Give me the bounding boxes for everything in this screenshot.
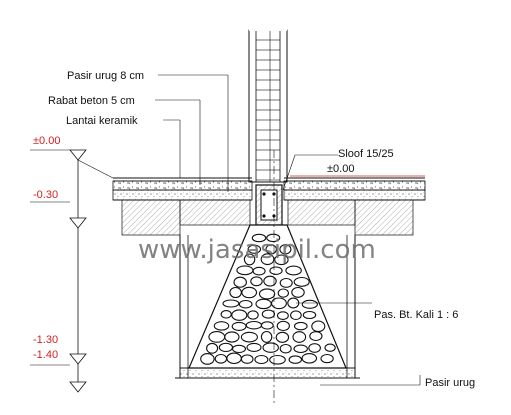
rubble-stone <box>233 276 247 288</box>
rubble-stone <box>288 355 303 364</box>
rubble-stone <box>293 344 308 354</box>
rubble-stone <box>218 342 234 353</box>
rubble-stone <box>262 342 279 353</box>
rubble-stone <box>214 353 228 364</box>
rubble-stone <box>245 320 263 330</box>
rubble-stone <box>320 353 334 364</box>
label-lantai-keramik: Lantai keramik <box>66 115 138 127</box>
stone-foundation <box>188 224 347 369</box>
rubble-stone <box>247 310 259 320</box>
rubble-stone <box>208 331 226 343</box>
rubble-stone <box>236 265 254 276</box>
excavation-outline <box>179 235 356 378</box>
rubble-stone <box>220 310 232 319</box>
rubble-stone <box>241 286 258 299</box>
rubble-stone <box>226 352 242 365</box>
rubble-stone <box>279 244 292 255</box>
rubble-stone <box>246 342 262 352</box>
rubble-stone <box>311 320 326 333</box>
rubble-stone <box>309 331 323 342</box>
rubble-stone <box>279 277 293 288</box>
rubble-stone <box>324 343 336 352</box>
rubble-stone <box>222 299 240 308</box>
rubble-stone <box>276 320 290 332</box>
label-pas-bt-kali: Pas. Bt. Kali 1 : 6 <box>374 309 458 321</box>
rubble-stone <box>229 286 242 299</box>
rubble-stone <box>213 321 230 331</box>
rubble-stone <box>231 309 248 321</box>
rubble-stone <box>292 331 307 343</box>
rubble-stone <box>224 331 240 343</box>
rubble-stone <box>255 298 272 310</box>
rubble-stone <box>252 266 266 276</box>
rubble-stone <box>263 275 277 287</box>
rubble-stone <box>275 331 290 343</box>
level-label-3: -1.40 <box>33 349 58 361</box>
rubble-stone <box>243 253 256 266</box>
annotations: Pasir urug 8 cm Rabat beton 5 cm Lantai … <box>48 70 475 389</box>
rubble-stone <box>254 354 269 365</box>
label-floor-level: ±0.00 <box>327 163 354 175</box>
rubble-stone <box>240 354 254 364</box>
rubble-stone <box>250 276 263 287</box>
rubble-stone <box>231 344 247 354</box>
rubble-stone <box>200 353 215 365</box>
label-sloof: Sloof 15/25 <box>338 148 394 160</box>
rubble-stone <box>269 354 286 365</box>
rubble-stone <box>206 342 219 354</box>
rubble-stone <box>258 288 276 300</box>
label-pasir-urug-top: Pasir urug 8 cm <box>67 70 144 82</box>
rubble-stone <box>238 299 253 309</box>
rubble-stone <box>290 310 302 321</box>
level-label-0: ±0.00 <box>33 135 60 147</box>
rubble-stone <box>271 297 287 310</box>
rubble-stone <box>274 254 289 266</box>
label-pasir-urug-bottom: Pasir urug <box>425 377 475 389</box>
rubble-stone <box>276 311 289 320</box>
rubble-stone <box>260 321 274 330</box>
rubble-stone <box>301 353 318 364</box>
level-label-2: -1.30 <box>33 334 58 346</box>
label-rabat-beton: Rabat beton 5 cm <box>48 95 135 107</box>
rubble-stone <box>260 330 273 343</box>
rubble-stone <box>260 253 275 266</box>
rubble-stone <box>240 331 258 343</box>
rubble-stone <box>231 321 247 331</box>
sloof-beam <box>255 184 283 226</box>
rubble-stone <box>261 309 276 319</box>
rubble-stone <box>291 286 305 298</box>
rubble-stone <box>251 233 267 243</box>
rubble-stone <box>266 233 281 243</box>
watermark-text: www.jasasipil.com <box>138 235 376 265</box>
rubble-stone <box>308 343 321 353</box>
rubble-stone <box>247 244 262 254</box>
brick-wall <box>248 29 288 183</box>
rubble-stone <box>302 310 317 320</box>
rubble-stone <box>269 266 283 275</box>
level-markers: ±0.00 -0.30 -1.30 -1.40 <box>30 135 114 393</box>
level-label-1: -0.30 <box>33 189 58 201</box>
rubble-stone <box>293 321 308 331</box>
sand-bed <box>175 367 360 379</box>
soil-hatch <box>121 199 414 236</box>
rubble-stone <box>279 343 292 354</box>
rubble-stones <box>200 233 336 365</box>
rubble-stone <box>285 265 302 276</box>
rubble-stone <box>293 276 310 287</box>
rubble-stone <box>277 288 289 298</box>
rubble-stone <box>301 299 318 309</box>
